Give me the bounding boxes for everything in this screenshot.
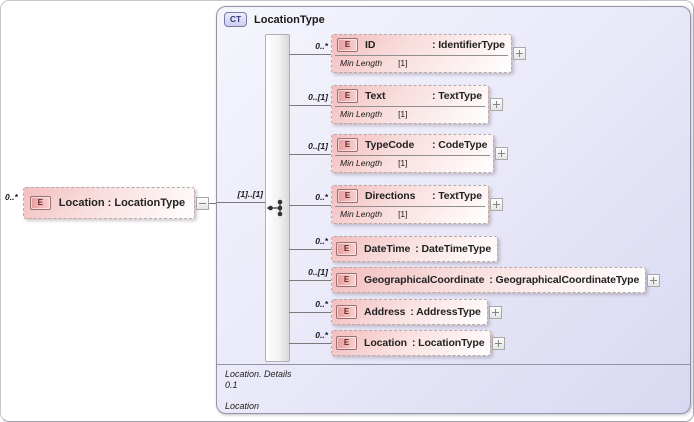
facet-name: Min Length bbox=[340, 209, 383, 219]
cardinality-label: 0..* bbox=[315, 299, 328, 309]
facet-row: Min Length [1] bbox=[332, 107, 488, 123]
annotation-line: Location. Details bbox=[225, 369, 292, 379]
facet-row: Min Length [1] bbox=[332, 56, 511, 72]
element-name: Address bbox=[364, 306, 406, 318]
element-row: 0..[1] E Text : TextType Min Length [1] bbox=[289, 85, 503, 124]
facet-name: Min Length bbox=[340, 158, 383, 168]
sequence-compositor-icon[interactable] bbox=[267, 199, 287, 222]
root-cardinality-label: 0..* bbox=[5, 192, 18, 202]
expand-icon[interactable] bbox=[488, 305, 502, 319]
root-element-row: 0..* E Location : LocationType bbox=[5, 187, 232, 219]
expand-icon[interactable] bbox=[492, 336, 506, 350]
element-box-typecode[interactable]: E TypeCode : CodeType Min Length [1] bbox=[331, 134, 495, 173]
facet-value: [1] bbox=[398, 158, 408, 168]
element-row: 0..* E Location : LocationType bbox=[289, 330, 506, 356]
element-badge-icon: E bbox=[337, 89, 358, 103]
element-badge-icon: E bbox=[337, 138, 358, 152]
connector-wire bbox=[289, 53, 331, 55]
element-row: 0..[1] E GeographicalCoordinate : Geogra… bbox=[289, 267, 661, 293]
annotation-footer: Location. Details 0.1 Location bbox=[217, 364, 690, 413]
element-badge-icon: E bbox=[336, 336, 357, 350]
element-row: 0..[1] E TypeCode : CodeType Min Length … bbox=[289, 134, 509, 173]
element-name: Location bbox=[364, 337, 407, 349]
connector-wire bbox=[289, 249, 331, 250]
element-type: : LocationType bbox=[411, 337, 485, 349]
connector-wire bbox=[289, 204, 331, 206]
element-name: ID bbox=[365, 39, 376, 51]
connector-wire bbox=[289, 280, 331, 281]
element-box-text[interactable]: E Text : TextType Min Length [1] bbox=[331, 85, 489, 124]
cardinality-label: 0..[1] bbox=[308, 267, 328, 277]
element-badge-icon: E bbox=[336, 305, 357, 319]
element-name: Directions bbox=[365, 190, 416, 202]
cardinality-label: 0..* bbox=[315, 330, 328, 340]
group-cardinality-label: [1]..[1] bbox=[237, 189, 264, 199]
element-row: 0..* E DateTime : DateTimeType bbox=[289, 236, 499, 262]
element-type: : TextType bbox=[432, 190, 482, 202]
root-element-box[interactable]: E Location : LocationType bbox=[22, 187, 196, 219]
expand-icon[interactable] bbox=[489, 98, 503, 111]
facet-row: Min Length [1] bbox=[332, 156, 493, 172]
element-type: : TextType bbox=[432, 90, 482, 102]
connector-wire bbox=[289, 153, 331, 155]
complextype-title: LocationType bbox=[254, 13, 325, 26]
cardinality-label: 0..* bbox=[315, 40, 328, 51]
complextype-header: CT LocationType bbox=[224, 12, 325, 27]
element-box-geographicalcoordinate[interactable]: E GeographicalCoordinate : GeographicalC… bbox=[331, 267, 647, 293]
expand-icon[interactable] bbox=[495, 147, 509, 160]
element-name: GeographicalCoordinate bbox=[364, 274, 485, 286]
element-badge-icon: E bbox=[336, 273, 357, 287]
element-row: 0..* E Directions : TextType Min Length … bbox=[289, 185, 503, 224]
element-row: 0..* E ID : IdentifierType Min Length [1… bbox=[289, 34, 526, 73]
annotation-line: 0.1 bbox=[225, 380, 238, 390]
element-name: Text bbox=[365, 90, 386, 102]
facet-name: Min Length bbox=[340, 109, 383, 119]
element-badge-icon: E bbox=[29, 196, 51, 210]
expand-icon[interactable] bbox=[647, 273, 661, 287]
element-badge-icon: E bbox=[337, 189, 358, 203]
connector-wire bbox=[217, 202, 266, 203]
element-badge-icon: E bbox=[337, 38, 358, 52]
element-badge-icon: E bbox=[336, 242, 357, 256]
element-box-directions[interactable]: E Directions : TextType Min Length [1] bbox=[331, 185, 489, 224]
element-type: : IdentifierType bbox=[432, 39, 505, 51]
element-box-address[interactable]: E Address : AddressType bbox=[331, 299, 488, 325]
cardinality-label: 0..* bbox=[315, 236, 328, 246]
element-box-location[interactable]: E Location : LocationType bbox=[331, 330, 492, 356]
expand-icon[interactable] bbox=[489, 198, 503, 211]
facet-row: Min Length [1] bbox=[332, 207, 488, 223]
element-type: : AddressType bbox=[410, 306, 481, 318]
root-element-label: Location : LocationType bbox=[58, 197, 186, 209]
element-type: : DateTimeType bbox=[415, 243, 492, 255]
complextype-badge-icon: CT bbox=[224, 12, 247, 27]
cardinality-label: 0..[1] bbox=[308, 91, 328, 102]
annotation-line: Location bbox=[225, 401, 260, 411]
element-type: : GeographicalCoordinateType bbox=[489, 274, 640, 286]
expand-icon[interactable] bbox=[512, 47, 526, 60]
element-name: DateTime bbox=[364, 243, 411, 255]
cardinality-label: 0..* bbox=[315, 191, 328, 202]
facet-value: [1] bbox=[398, 58, 408, 68]
facet-value: [1] bbox=[398, 209, 408, 219]
connector-wire bbox=[289, 312, 331, 313]
facet-value: [1] bbox=[398, 109, 408, 119]
collapse-icon[interactable] bbox=[196, 196, 210, 210]
element-row: 0..* E Address : AddressType bbox=[289, 299, 502, 325]
element-name: TypeCode bbox=[365, 139, 415, 151]
element-box-id[interactable]: E ID : IdentifierType Min Length [1] bbox=[331, 34, 512, 73]
connector-wire bbox=[289, 104, 331, 106]
cardinality-label: 0..[1] bbox=[308, 140, 328, 151]
facet-name: Min Length bbox=[340, 58, 383, 68]
element-type: : CodeType bbox=[432, 139, 488, 151]
sequence-bar bbox=[265, 34, 290, 362]
connector-wire bbox=[289, 343, 331, 344]
element-box-datetime[interactable]: E DateTime : DateTimeType bbox=[331, 236, 499, 262]
